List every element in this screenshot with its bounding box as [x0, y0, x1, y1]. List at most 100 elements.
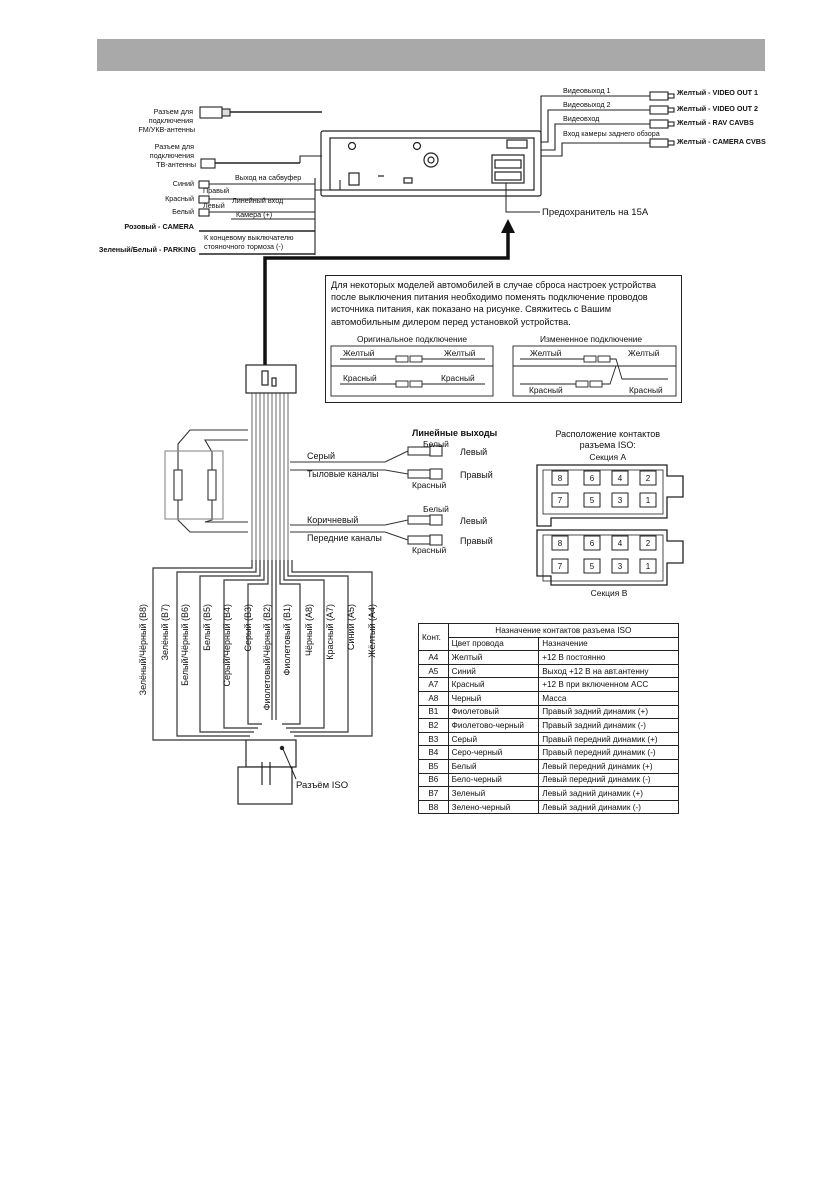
tv-antenna-label: Разъем для подключения ТВ-антенны [150, 142, 196, 169]
table-col-pin: Конт. [418, 622, 449, 652]
iso-pin [639, 558, 657, 574]
iso-pin [583, 470, 601, 486]
table-cell-pin: A8 [418, 690, 449, 706]
table-cell-pin: B4 [418, 745, 449, 760]
iso-pin-number: 5 [590, 496, 595, 505]
table-cell-pin: A7 [418, 677, 449, 692]
iso-pin [551, 558, 569, 574]
rca-loop [164, 429, 248, 533]
line-out-brown: Коричневый [307, 515, 358, 525]
harness-top-connector [245, 364, 297, 394]
iso-pin-number: 8 [558, 539, 563, 548]
table-cell-purpose: Левый передний динамик (-) [538, 772, 679, 788]
wire-label: Белый (B5) [202, 604, 212, 651]
iso-pin [583, 535, 601, 551]
table-cell-purpose: Правый передний динамик (-) [538, 745, 679, 760]
table-cell-pin: B3 [418, 731, 449, 747]
iso-pin-number: 4 [618, 474, 623, 483]
subwoofer-label: Выход на сабвуфер [235, 173, 301, 182]
table-cell-color: Серый [447, 731, 540, 747]
table-cell-color: Бело-черный [447, 772, 540, 788]
harness-arrow [501, 219, 515, 233]
iso-connector-label: Разъём ISO [296, 780, 348, 791]
wire-label: Жёлтый (A4) [367, 604, 377, 658]
iso-pin [611, 470, 629, 486]
line-out-rear: Тыловые каналы [307, 469, 379, 479]
line-out-right-2: Правый [460, 536, 493, 546]
note-sketches [330, 345, 677, 397]
table-col-purpose: Назначение [538, 636, 679, 652]
table-cell-color: Красный [447, 677, 540, 692]
table-cell-pin: B7 [418, 786, 449, 801]
iso-pin [639, 535, 657, 551]
left-rca-wires [198, 178, 341, 255]
iso-pin-number: 1 [646, 562, 651, 571]
fuse-leader [505, 183, 540, 213]
parking-label: Зеленый/Белый - PARKING [99, 245, 197, 254]
wire-label: Чёрный (A8) [304, 604, 314, 656]
fm-antenna-label: Разъем для подключения FM/УКВ-антенны [138, 107, 195, 134]
wire-label: Серый/Чёрный (B4) [222, 604, 232, 687]
left-wire-left: Левый [203, 201, 225, 210]
line-out-red-2: Красный [412, 545, 446, 555]
wire-label: Белый/Чёрный (B6) [180, 604, 190, 686]
wire-label: Фиолетовый/Чёрный (B2) [262, 604, 272, 710]
rear-cam-label: Вход камеры заднего обзора [563, 129, 660, 138]
svg-text:Синий Правый Красный: Синий Правый Красный Левый Белый Выход н… [99, 173, 303, 254]
iso-pin [551, 492, 569, 508]
table-cell-purpose: +12 В постоянно [538, 650, 679, 665]
wire-label: Синий (A5) [346, 604, 356, 650]
yellow-cam-label: Желтый - CAMERA CVBS [676, 137, 766, 146]
table-cell-color: Зеленый [447, 786, 540, 801]
wire-label: Серый (B3) [243, 604, 253, 652]
iso-pin [583, 558, 601, 574]
video-in-label: Видеовход [563, 114, 600, 123]
table-cell-pin: B2 [418, 718, 449, 733]
note-box: Для некоторых моделей автомобилей в случ… [325, 275, 682, 403]
svg-text:Линейные выходы Белый: Линейные выходы Белый Левый Правый Красн… [307, 428, 500, 555]
line-out-white-2: Белый [423, 504, 449, 514]
wire-label-group: Зелёный/Чёрный (B8)Зелёный (B7)Белый/Чёр… [138, 604, 377, 710]
iso-connector-body [237, 739, 297, 805]
line-out-front: Передние каналы [307, 533, 382, 543]
parking-note-1: К концевому выключателю [204, 233, 294, 242]
iso-pin [611, 535, 629, 551]
svg-text:Расположение контактов раз: Расположение контактов разъема ISO: Секц… [555, 429, 662, 598]
iso-pin-number: 5 [590, 562, 595, 571]
iso-pin-number: 2 [646, 474, 651, 483]
table-cell-pin: B8 [418, 799, 449, 815]
iso-pins-title-1: Расположение контактов [555, 429, 660, 439]
iso-pinout-table: Конт. Назначение контактов разъема ISO Ц… [418, 622, 680, 815]
table-cell-color: Зелено-черный [447, 799, 540, 815]
iso-section-a: Секция A [589, 452, 626, 462]
line-out-title: Линейные выходы [412, 428, 498, 438]
section-header-bar [97, 39, 765, 71]
camera-plus-label: Камера (+) [236, 210, 272, 219]
wire-bundle [251, 393, 289, 560]
video-wires [540, 91, 675, 157]
tv-antenna-connector [200, 155, 322, 169]
table-title: Назначение контактов разъема ISO [447, 623, 680, 638]
yellow-out2-label: Желтый - VIDEO OUT 2 [676, 104, 758, 113]
table-cell-purpose: Левый передний динамик (+) [538, 758, 679, 774]
table-cell-purpose: Правый задний динамик (+) [538, 704, 679, 720]
iso-pin-number: 3 [618, 496, 623, 505]
iso-pin [583, 492, 601, 508]
note-text: Для некоторых моделей автомобилей в случ… [331, 280, 657, 327]
iso-pin-number: 4 [618, 539, 623, 548]
line-out-red-1: Красный [412, 480, 446, 490]
fm-antenna-connector [199, 106, 322, 119]
table-cell-color: Желтый [447, 650, 540, 665]
iso-pin-number: 1 [646, 496, 651, 505]
parking-note-2: стояночного тормоза (-) [204, 242, 283, 251]
wire-label: Красный (A7) [325, 604, 335, 660]
